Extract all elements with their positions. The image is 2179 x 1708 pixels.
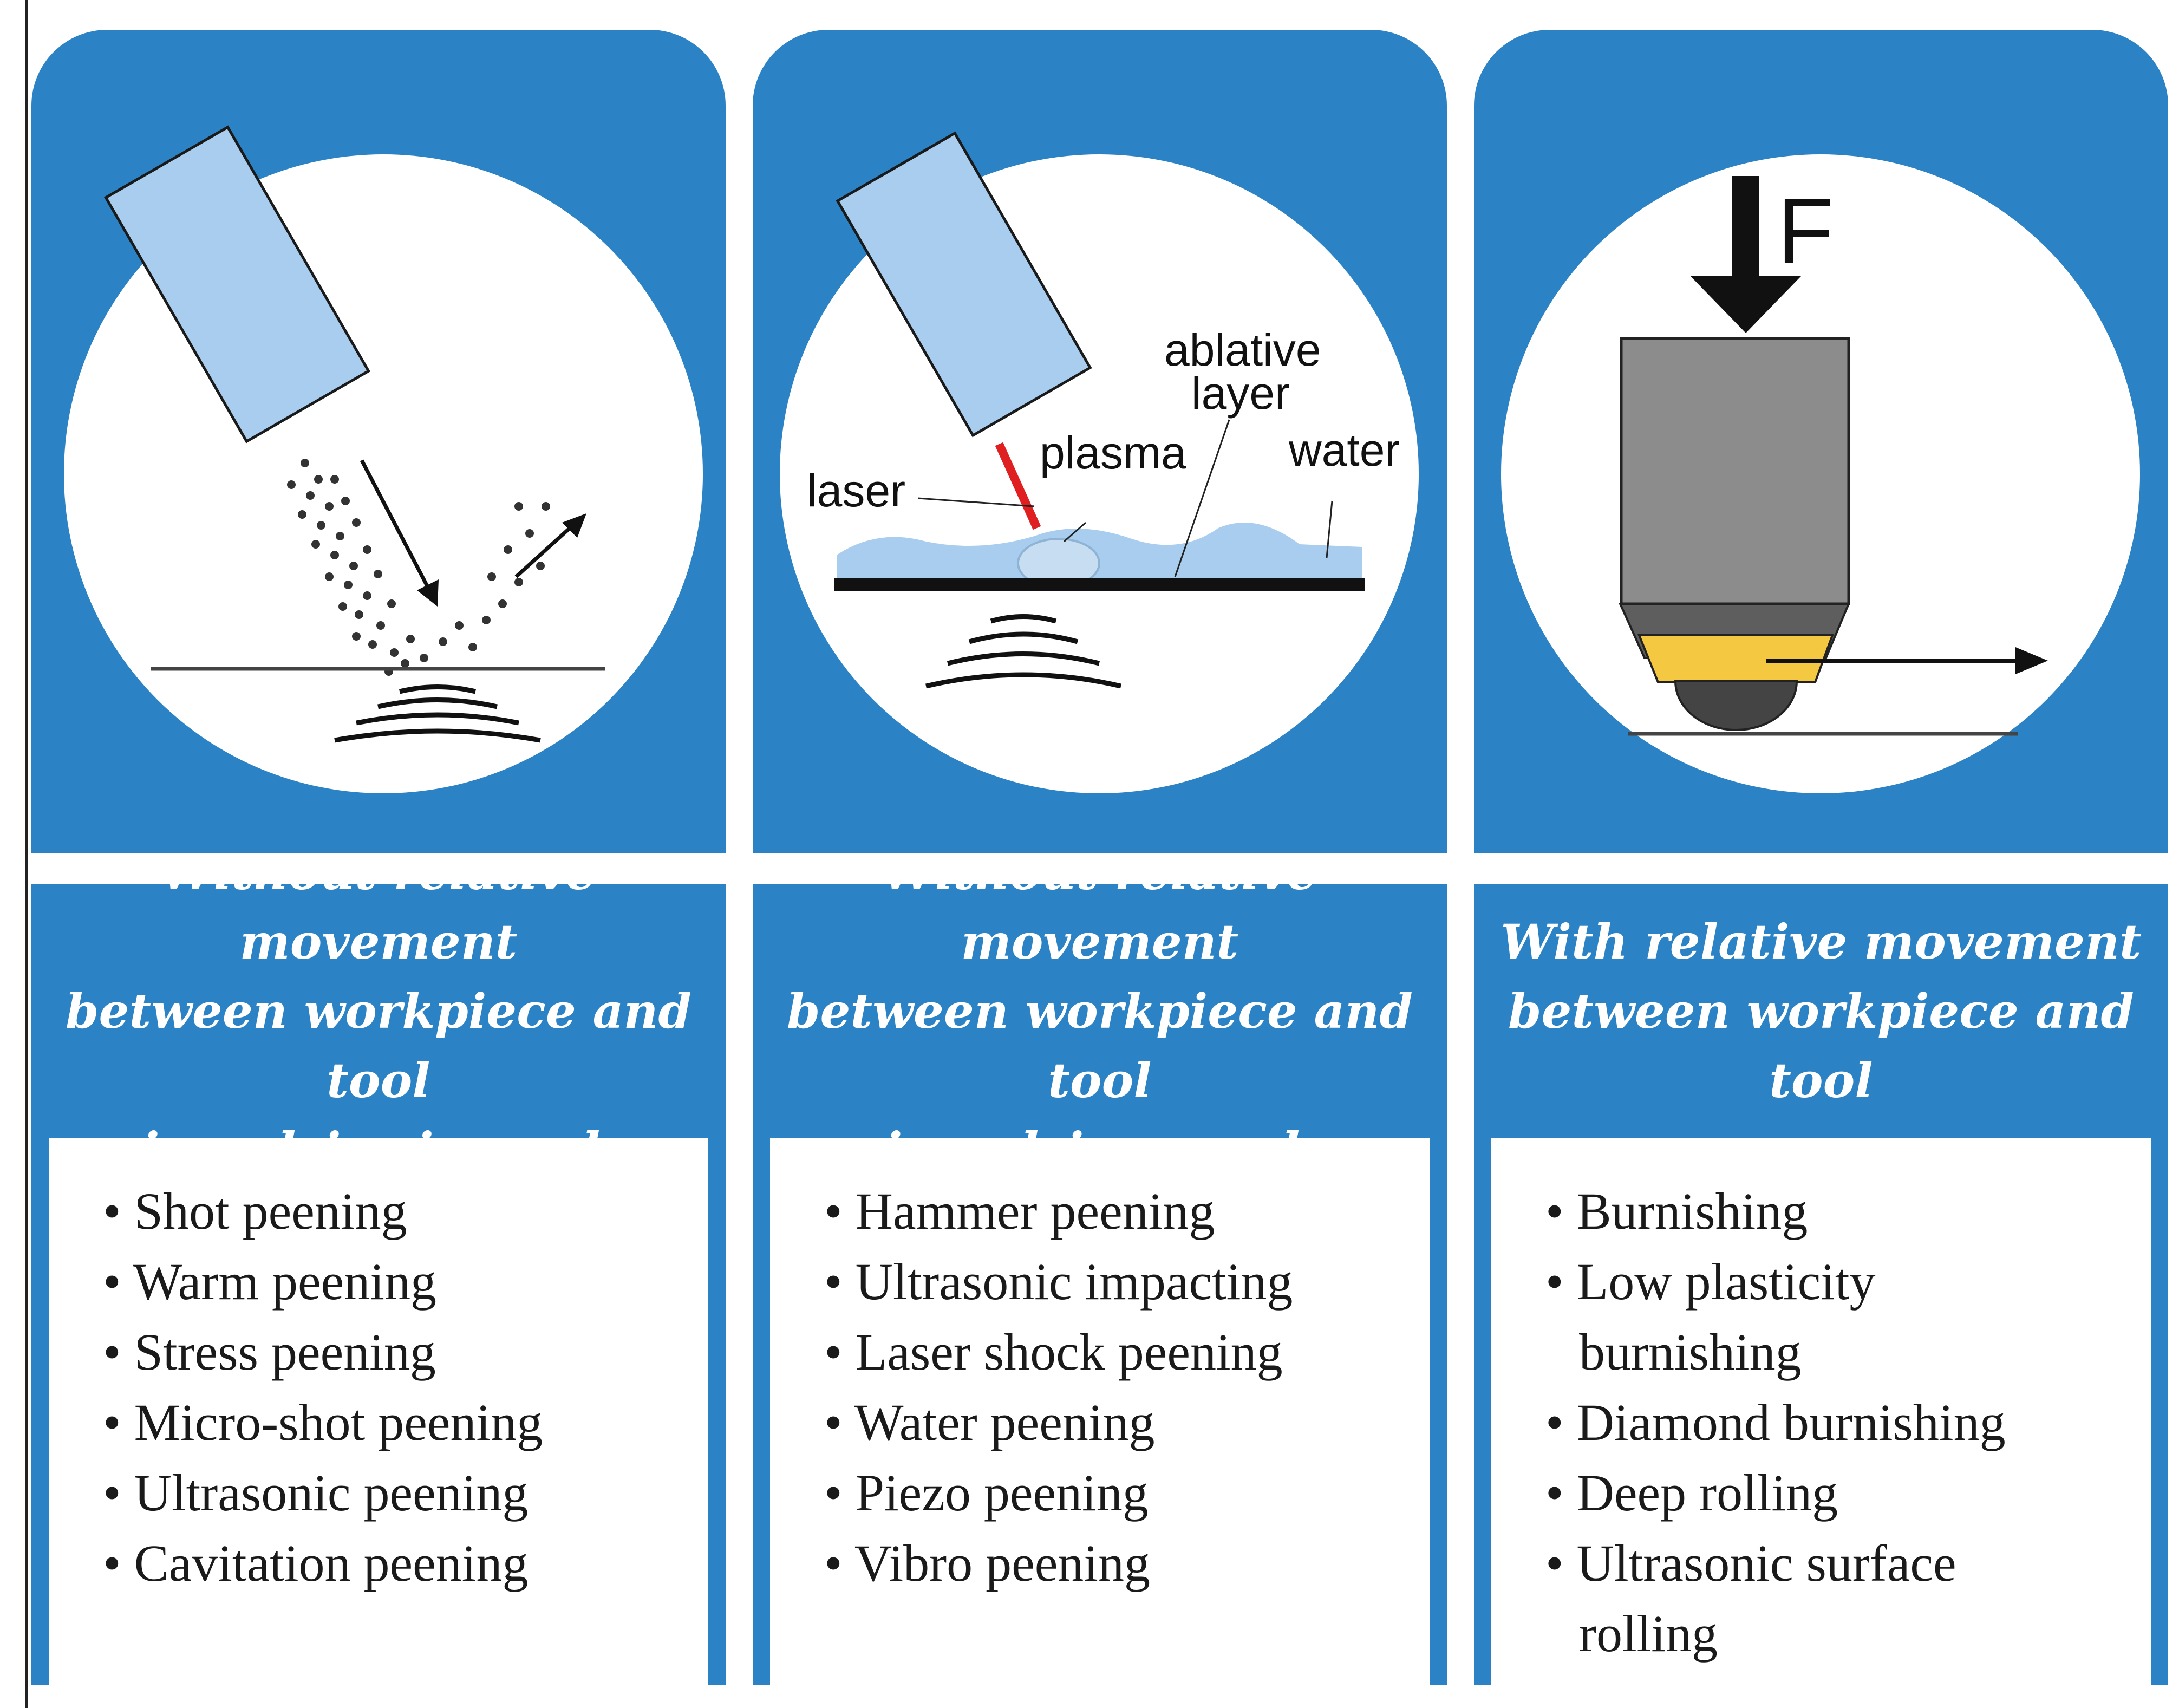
rebound-arrow: [514, 513, 586, 578]
laser-peening-diagram: laser plasma ablative layer water: [780, 131, 1419, 793]
list-item: • Ultrasonic impacting: [824, 1253, 1293, 1311]
list-item: • Warm peening: [103, 1253, 436, 1311]
panel-1-method-list: • Shot peening • Warm peening • Stress p…: [49, 1138, 708, 1685]
incoming-shot-arrow: [360, 459, 439, 607]
panel-3-text: With relative movement between workpiece…: [1474, 884, 2168, 1685]
force-arrow-icon: [1691, 176, 1801, 333]
shot-nozzle-icon: [104, 125, 370, 444]
left-edge-line: [25, 0, 28, 1708]
list-item: • Water peening: [824, 1393, 1155, 1451]
list-item: • Hammer peening: [824, 1182, 1215, 1240]
water-layer: [837, 523, 1362, 579]
panel-2-method-list: • Hammer peening • Ultrasonic impacting …: [770, 1138, 1430, 1685]
water-label: water: [1288, 425, 1400, 475]
force-label: F: [1777, 180, 1834, 283]
list-item: • Burnishing: [1545, 1182, 1808, 1240]
panel-1-caption: Without relative movement between workpi…: [66, 844, 691, 1178]
burnishing-tool-icon: [1618, 337, 1851, 731]
ablative-layer-label-line-1: ablative: [1164, 324, 1321, 375]
plasma-label: plasma: [1040, 427, 1186, 478]
list-item: • Laser shock peening: [824, 1323, 1283, 1381]
list-item: • Shot peening: [103, 1182, 407, 1240]
panel-1-text: Without relative movement between workpi…: [31, 844, 726, 1685]
panel-1-illustration: [31, 30, 726, 853]
shot-peening-diagram: [64, 125, 703, 793]
stress-wave-arcs: [334, 684, 541, 743]
panel-3-caption-area: With relative movement between workpiece…: [1474, 884, 2168, 1138]
panel-1-caption-area: Without relative movement between workpi…: [31, 844, 726, 1178]
laser-beam: [995, 442, 1041, 530]
laser-label: laser: [807, 465, 905, 516]
list-item: • Stress peening: [103, 1323, 436, 1381]
panel-2-text: Without relative movement between workpi…: [753, 844, 1447, 1685]
panel-2-caption: Without relative movement between workpi…: [787, 844, 1413, 1178]
list-item: • Piezo peening: [824, 1464, 1149, 1522]
list-item: • Diamond burnishing: [1545, 1393, 2006, 1451]
movement-arrow-icon: [1766, 647, 2048, 674]
list-item: • Ultrasonic surface rolling: [1545, 1534, 1956, 1663]
panel-3-caption: With relative movement between workpiece…: [1500, 914, 2142, 1109]
label-leaders: [917, 419, 1333, 577]
list-item: • Deep rolling: [1545, 1464, 1838, 1522]
list-item: • Cavitation peening: [103, 1534, 529, 1592]
list-item: • Vibro peening: [824, 1534, 1150, 1592]
shock-wave-arcs: [925, 614, 1122, 689]
workpiece-plate: [834, 578, 1365, 591]
burnishing-diagram: F: [1501, 154, 2140, 793]
panel-3-illustration: F: [1474, 30, 2168, 853]
laser-nozzle-icon: [836, 131, 1092, 438]
ablative-layer-label-line-2: layer: [1191, 368, 1290, 419]
list-item: • Micro-shot peening: [103, 1393, 543, 1451]
list-item: • Ultrasonic peening: [103, 1464, 529, 1522]
panel-2-illustration: laser plasma ablative layer water: [753, 30, 1447, 853]
panel-3-method-list: • Burnishing • Low plasticity burnishing…: [1491, 1138, 2151, 1685]
list-item: • Low plasticity burnishing: [1545, 1253, 1876, 1381]
shot-particles: [287, 459, 550, 676]
panel-2-caption-area: Without relative movement between workpi…: [753, 844, 1447, 1178]
